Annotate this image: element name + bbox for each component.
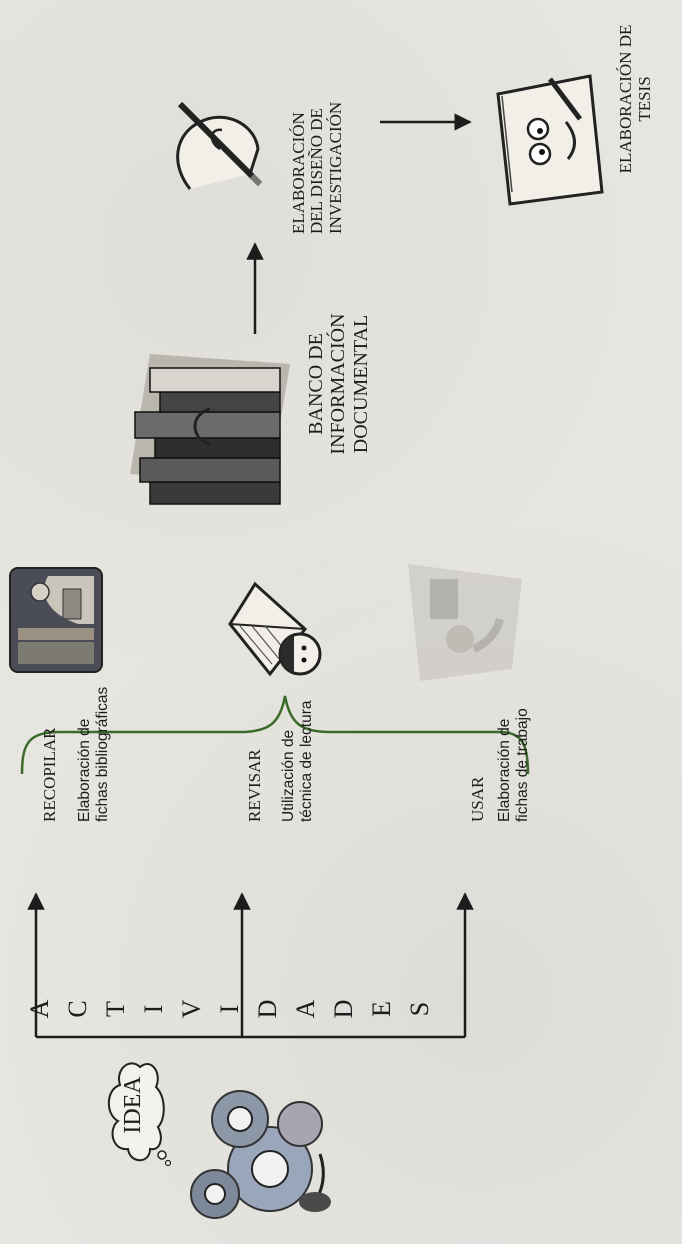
thinking-person-gears-icon [170, 1079, 340, 1224]
activity-revisar-verb: REVISAR [245, 749, 264, 822]
grouping-brace [20, 695, 530, 775]
activity-usar-description: Elaboración de fichas de trabajo [496, 708, 532, 822]
idea-label: IDEA [120, 1076, 146, 1134]
vertical-letter: E [367, 1001, 396, 1017]
description-line: Elaboración de [496, 718, 513, 822]
description-line: Elaboración de [76, 718, 93, 822]
design-label: ELABORACIÓN DEL DISEÑO DE INVESTIGACIÓN [289, 34, 345, 234]
bank-label-line: BANCO DE [305, 333, 327, 435]
thesis-label-line: TESIS [635, 76, 655, 122]
vertical-letter: S [405, 1001, 434, 1017]
hand-writing-pen-icon [160, 84, 280, 204]
person-at-desk-faded-icon [400, 554, 530, 689]
thesis-label-line: ELABORACIÓN DE [616, 24, 635, 174]
thesis-label: ELABORACIÓN DE TESIS [616, 4, 654, 194]
activity-usar-verb: USAR [468, 776, 487, 822]
vertical-letter: D [329, 999, 358, 1019]
design-label-line: ELABORACIÓN [289, 112, 308, 234]
description-line: Utilización de [280, 729, 297, 822]
description-line: técnica de lectura [297, 700, 315, 823]
idea-cloud: IDEA [100, 1049, 172, 1169]
reading-person-bookshelf-icon [8, 566, 104, 674]
bank-label: BANCO DE INFORMACIÓN DOCUMENTAL [305, 294, 372, 474]
design-label-line: DEL DISEÑO DE [307, 108, 327, 234]
notebook-with-face-icon [490, 69, 610, 214]
vertical-letter: I [139, 1004, 168, 1014]
vertical-letter: I [215, 1004, 244, 1014]
child-reading-book-icon [210, 574, 330, 684]
vertical-letter: V [177, 999, 206, 1019]
description-line: fichas de trabajo [513, 708, 531, 822]
vertical-letter: T [101, 1001, 130, 1017]
vertical-letter: C [63, 1000, 92, 1018]
activity-recopilar-verb: RECOPILAR [40, 727, 59, 822]
activity-recopilar-description: Elaboración de fichas bibliográficas [76, 687, 112, 822]
activities-vertical-word: A C T I V I D A D E S [25, 992, 446, 1026]
stack-of-books-icon [120, 344, 300, 514]
vertical-letter: A [25, 999, 54, 1019]
design-label-line: INVESTIGACIÓN [325, 101, 345, 234]
bank-label-line: INFORMACIÓN [327, 313, 350, 455]
vertical-letter: D [253, 999, 282, 1019]
description-line: fichas bibliográficas [93, 686, 111, 822]
activity-revisar-description: Utilización de técnica de lectura [280, 701, 316, 823]
bank-label-line: DOCUMENTAL [349, 314, 372, 454]
vertical-letter: A [291, 999, 320, 1019]
